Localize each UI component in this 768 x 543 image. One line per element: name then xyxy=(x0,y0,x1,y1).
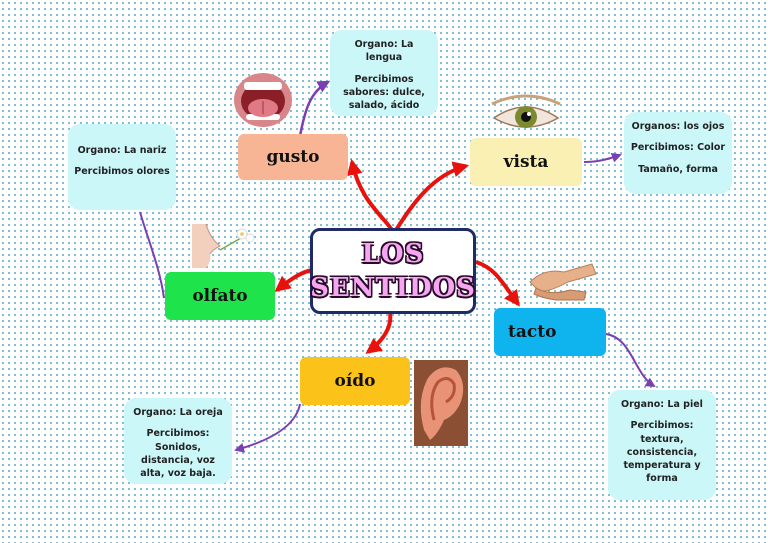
oido-organ: Organo: La oreja xyxy=(133,407,223,418)
tacto-organ: Organo: La piel xyxy=(621,399,703,410)
oido-perception: Percibimos: Sonidos, distancia, voz alta… xyxy=(140,428,216,480)
nose-icon xyxy=(192,223,255,268)
gusto-organ: Organo: La lengua xyxy=(354,39,414,64)
arrow-to-gusto xyxy=(346,158,394,232)
arrow-to-vista xyxy=(394,161,470,232)
gusto-perception: Percibimos sabores: dulce, salado, ácido xyxy=(343,73,425,112)
vista-perception-extra: Tamaño, forma xyxy=(638,163,718,175)
ear-icon xyxy=(414,360,468,446)
gusto-label: gusto xyxy=(266,147,320,167)
olfato-node: olfato xyxy=(165,272,275,320)
tacto-node: tacto xyxy=(494,308,606,356)
link-olfato-info xyxy=(139,211,165,299)
gusto-info-box: Organo: La lengua Percibimos sabores: du… xyxy=(330,30,438,116)
vista-node: vista xyxy=(470,138,582,186)
arrow-to-olfato xyxy=(274,268,313,292)
central-title-line2: SENTIDOS xyxy=(310,273,476,303)
gusto-node: gusto xyxy=(238,134,348,180)
olfato-label: olfato xyxy=(192,286,248,306)
olfato-perception: Percibimos olores xyxy=(74,166,170,178)
oido-info-box: Organo: La oreja Percibimos: Sonidos, di… xyxy=(124,398,232,484)
vista-perception: Percibimos: Color xyxy=(630,142,726,154)
arrow-to-oido xyxy=(365,313,393,354)
central-topic: LOS SENTIDOS xyxy=(310,228,476,314)
arrow-to-tacto xyxy=(475,260,520,307)
link-vista-info xyxy=(583,152,622,163)
vista-organ: Organos: los ojos xyxy=(631,121,725,132)
central-title-line1: LOS xyxy=(361,239,425,269)
olfato-info-box: Organo: La nariz Percibimos olores xyxy=(68,124,176,210)
link-tacto-info xyxy=(605,333,656,388)
tacto-perception: Percibimos: textura, consistencia, tempe… xyxy=(623,420,701,485)
link-gusto-info xyxy=(298,80,331,137)
oido-label: oído xyxy=(334,371,376,391)
tacto-label: tacto xyxy=(508,322,557,342)
vista-label: vista xyxy=(503,152,549,172)
oido-node: oído xyxy=(300,357,410,405)
link-oido-info xyxy=(234,403,301,453)
mouth-icon xyxy=(234,73,292,127)
vista-info-box: Organos: los ojos Percibimos: Color Tama… xyxy=(624,112,732,194)
hands-icon xyxy=(529,263,597,301)
eye-icon xyxy=(491,94,561,128)
tacto-info-box: Organo: La piel Percibimos: textura, con… xyxy=(608,390,716,500)
olfato-organ: Organo: La nariz xyxy=(77,145,167,156)
